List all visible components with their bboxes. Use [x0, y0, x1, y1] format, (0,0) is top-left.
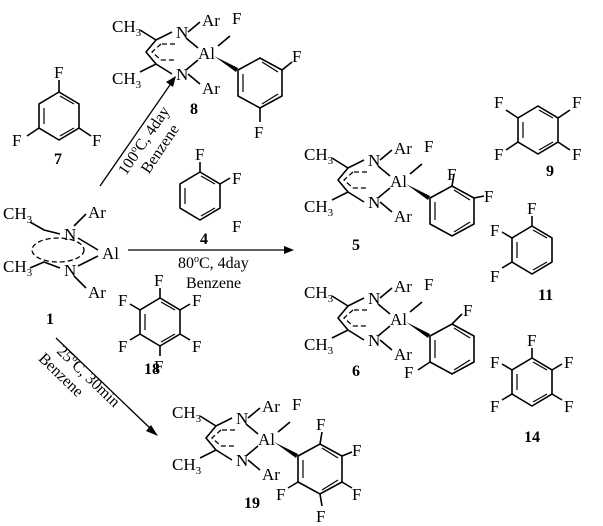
svg-text:F: F: [527, 331, 536, 350]
compound-5-structure: F F F: [303, 137, 493, 237]
compound-1-label: 1: [46, 311, 54, 328]
arrow-top: [99, 76, 176, 187]
svg-text:F: F: [316, 507, 325, 526]
svg-text:F: F: [490, 353, 499, 372]
svg-text:Ar: Ar: [88, 283, 106, 302]
svg-text:F: F: [564, 353, 573, 372]
compound-4-structure: F F F: [179, 145, 241, 236]
svg-text:F: F: [118, 291, 127, 310]
compound-14-structure: F F F F F: [490, 331, 573, 416]
compound-11-structure: F F F: [490, 199, 553, 286]
compound-5-label: 5: [352, 237, 360, 254]
svg-text:F: F: [12, 131, 21, 150]
svg-text:F: F: [195, 145, 204, 164]
compound-19-structure: F F F F F F: [171, 395, 361, 526]
compound-7-structure: F F F: [12, 63, 101, 150]
svg-text:F: F: [424, 275, 433, 294]
svg-text:F: F: [490, 397, 499, 416]
svg-text:F: F: [232, 169, 241, 188]
svg-text:F: F: [92, 131, 101, 150]
svg-text:F: F: [352, 441, 361, 460]
svg-text:F: F: [232, 9, 241, 28]
svg-text:F: F: [490, 221, 499, 240]
svg-text:F: F: [494, 145, 503, 164]
svg-text:F: F: [572, 145, 581, 164]
svg-text:F: F: [154, 357, 163, 376]
compound-4-label: 4: [200, 231, 208, 248]
compound-9-label: 9: [546, 163, 554, 180]
compound-8-label: 8: [190, 101, 198, 118]
svg-text:F: F: [232, 217, 241, 236]
svg-text:F: F: [572, 93, 581, 112]
compound-19-label: 19: [244, 495, 260, 512]
svg-text:F: F: [527, 199, 536, 218]
compound-6-structure: F F F: [303, 275, 475, 382]
svg-text:F: F: [316, 415, 325, 434]
svg-text:F: F: [254, 123, 263, 142]
svg-text:80oC, 4day: 80oC, 4day: [178, 254, 249, 272]
svg-text:F: F: [154, 271, 163, 290]
svg-text:F: F: [276, 485, 285, 504]
compound-11-label: 11: [538, 287, 553, 304]
svg-text:F: F: [484, 187, 493, 206]
bottom-conditions: 25oC, 30min Benzene: [35, 343, 123, 411]
svg-text:N: N: [64, 225, 76, 244]
compound-14-label: 14: [524, 429, 540, 446]
compound-6-label: 6: [352, 363, 360, 380]
svg-text:F: F: [424, 137, 433, 156]
svg-text:F: F: [352, 485, 361, 504]
svg-text:F: F: [494, 93, 503, 112]
svg-text:CH3: CH3: [3, 257, 33, 279]
svg-text:F: F: [404, 363, 413, 382]
svg-text:F: F: [192, 291, 201, 310]
svg-text:F: F: [447, 165, 456, 184]
svg-text:N: N: [64, 261, 76, 280]
svg-text:Al: Al: [102, 244, 119, 263]
svg-text:F: F: [463, 301, 472, 320]
compound-1-structure: CH3 CH3 N N Ar Ar Al: [3, 203, 119, 302]
compound-8-structure: F F F: [111, 9, 301, 142]
svg-text:Benzene: Benzene: [186, 275, 241, 292]
top-conditions: 100oC, 4day Benzene: [115, 103, 183, 178]
arrow-middle: [128, 246, 294, 254]
svg-text:F: F: [564, 397, 573, 416]
svg-text:F: F: [292, 395, 301, 414]
svg-text:F: F: [490, 267, 499, 286]
compound-18-structure: F F F F F F: [118, 271, 201, 376]
compound-9-structure: F F F F: [494, 93, 581, 164]
svg-text:F: F: [192, 337, 201, 356]
svg-text:F: F: [292, 47, 301, 66]
svg-text:Ar: Ar: [88, 203, 106, 222]
svg-text:F: F: [54, 63, 63, 82]
svg-text:F: F: [118, 337, 127, 356]
arrow-bottom: [55, 337, 158, 436]
svg-text:CH3: CH3: [3, 204, 33, 226]
middle-conditions: 80oC, 4day Benzene: [178, 254, 249, 292]
compound-18-label: 18: [144, 361, 160, 378]
compound-7-label: 7: [54, 151, 62, 168]
